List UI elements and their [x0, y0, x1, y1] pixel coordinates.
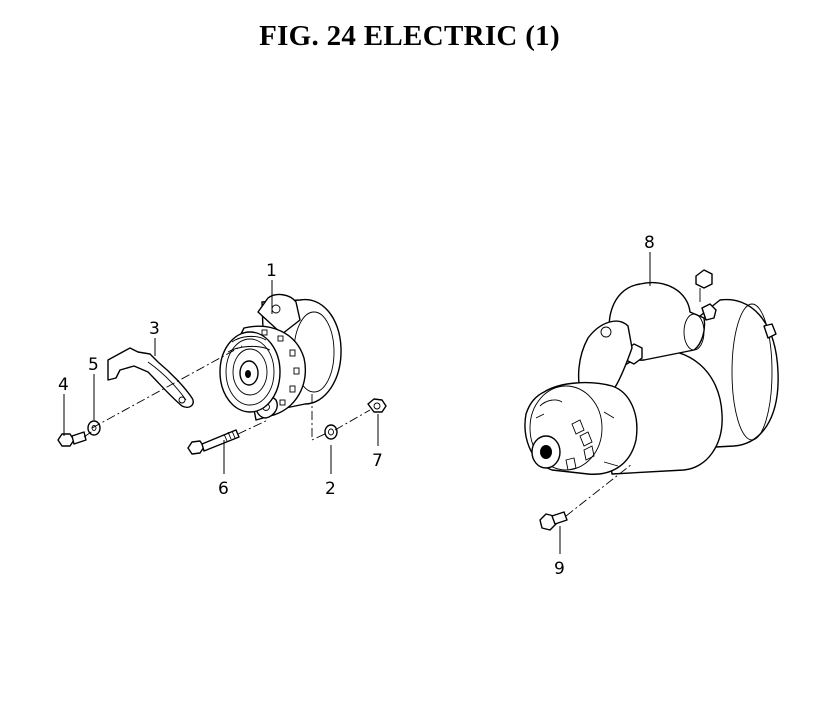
starter-motor-icon	[524, 269, 779, 475]
long-bolt-icon	[187, 429, 240, 455]
callout-7: 7	[372, 451, 383, 471]
alternator-icon	[219, 293, 342, 421]
centerline-starter-bolt	[565, 463, 633, 517]
callout-5: 5	[88, 355, 99, 375]
callout-4: 4	[58, 375, 69, 395]
leader-lines	[63, 252, 651, 554]
adjusting-bracket-icon	[107, 347, 194, 408]
hex-nut-icon	[367, 398, 387, 413]
callout-9: 9	[554, 559, 565, 579]
callout-6: 6	[218, 479, 229, 499]
centerline-washer	[311, 394, 328, 441]
centerline-bolt	[83, 429, 95, 438]
figure-title: FIG. 24 ELECTRIC (1)	[259, 20, 560, 52]
washer-icon	[87, 420, 101, 436]
callout-2: 2	[325, 479, 336, 499]
flat-washer-icon	[324, 424, 338, 440]
callout-1: 1	[266, 261, 277, 281]
callout-3: 3	[149, 319, 160, 339]
starter-bolt-icon	[539, 511, 568, 531]
centerline-nut	[334, 409, 371, 431]
callout-8: 8	[644, 233, 655, 253]
centerline-long-bolt	[237, 419, 269, 435]
centerline-bracket	[91, 345, 243, 429]
bolt-icon	[57, 431, 87, 447]
